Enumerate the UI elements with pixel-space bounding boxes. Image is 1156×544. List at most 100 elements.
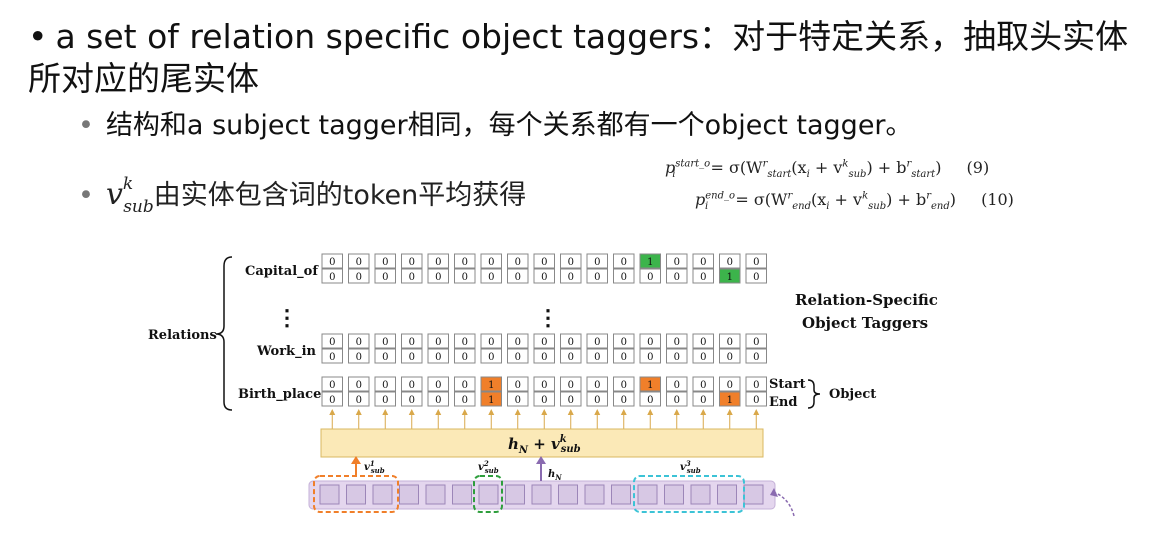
tag-value: 0 (356, 337, 362, 348)
bullet-1: •a set of relation specific object tagge… (28, 16, 1148, 100)
tag-value: 0 (329, 352, 335, 363)
object-label: Object (829, 387, 876, 402)
tag-cell (401, 333, 423, 349)
tag-cell (374, 391, 396, 407)
up-arrowhead (382, 409, 389, 415)
tag-value: 0 (409, 380, 415, 391)
tag-cell (374, 376, 396, 392)
end-label: End (769, 395, 797, 410)
tag-cell (480, 333, 502, 349)
tag-cell (639, 253, 661, 269)
tag-value: 0 (753, 272, 759, 283)
tag-cell (427, 391, 449, 407)
token-box (505, 484, 525, 505)
tag-cell (507, 376, 529, 392)
recurrent-curve-arrow (775, 492, 795, 517)
tag-value: 0 (462, 257, 468, 268)
tag-cell (613, 253, 635, 269)
tag-cell (692, 348, 714, 364)
tag-cell (613, 348, 635, 364)
tag-cell (480, 268, 502, 284)
tag-cell (480, 376, 502, 392)
tag-value: 0 (568, 380, 574, 391)
tag-cell (401, 268, 423, 284)
tag-cell (666, 333, 688, 349)
tag-cell (533, 333, 555, 349)
encoder-band (320, 428, 764, 458)
tag-value: 0 (515, 352, 521, 363)
tag-cell (613, 391, 635, 407)
tag-value: 0 (462, 272, 468, 283)
tag-cell (692, 391, 714, 407)
token-box (478, 484, 499, 505)
tag-value: 0 (647, 337, 653, 348)
tag-cell (480, 253, 502, 269)
tag-cell (427, 253, 449, 269)
tag-value: 0 (594, 272, 600, 283)
tag-cell (719, 268, 741, 284)
tag-cell (745, 348, 767, 364)
tag-value: 0 (568, 352, 574, 363)
tag-cell (560, 253, 582, 269)
tag-value: 0 (462, 352, 468, 363)
up-arrowhead (514, 409, 521, 415)
tag-value: 0 (488, 272, 494, 283)
tag-cell (507, 348, 529, 364)
tag-value: 0 (382, 380, 388, 391)
recurrent-arrowhead (770, 488, 778, 497)
tag-cell (401, 348, 423, 364)
tag-cell (666, 268, 688, 284)
tag-value: 0 (541, 257, 547, 268)
tag-value: 0 (541, 272, 547, 283)
tag-cell (374, 333, 396, 349)
tag-value: 0 (329, 257, 335, 268)
hn-arrowhead (536, 456, 546, 464)
tag-cell (401, 391, 423, 407)
tag-cell (560, 376, 582, 392)
tag-value: 0 (329, 272, 335, 283)
tag-cell (533, 348, 555, 364)
tag-cell (427, 268, 449, 284)
token-box (690, 484, 711, 505)
bullet-1-text: a set of relation specific object tagger… (28, 17, 1129, 98)
tag-value: 0 (409, 352, 415, 363)
tag-value: 0 (647, 272, 653, 283)
tag-cell (666, 348, 688, 364)
tag-value: 0 (488, 352, 494, 363)
tag-cell (321, 348, 343, 364)
tag-cell (348, 348, 370, 364)
tag-cell (613, 268, 635, 284)
tag-cell (719, 333, 741, 349)
tag-value: 0 (515, 257, 521, 268)
tag-value: 0 (488, 337, 494, 348)
tag-cell (533, 376, 555, 392)
tag-cell (719, 391, 741, 407)
tag-cell (348, 253, 370, 269)
tag-cell (533, 268, 555, 284)
tag-cell (560, 333, 582, 349)
vertical-dots-mid: ⋮ (537, 305, 559, 331)
tag-cell (321, 253, 343, 269)
tag-value: 0 (594, 380, 600, 391)
tag-cell (374, 253, 396, 269)
tag-value: 0 (515, 380, 521, 391)
tag-value: 0 (462, 337, 468, 348)
tag-value: 0 (753, 257, 759, 268)
tag-cell (666, 253, 688, 269)
hn-label: hN (548, 469, 562, 482)
token-box (531, 484, 552, 505)
object-brace (807, 379, 821, 409)
tag-cell (427, 348, 449, 364)
tag-cell (586, 391, 608, 407)
tag-cell (666, 376, 688, 392)
token-box (558, 484, 578, 505)
tag-cell (586, 268, 608, 284)
tag-value: 0 (674, 272, 680, 283)
tag-cell (507, 268, 529, 284)
tag-cell (613, 376, 635, 392)
tag-cell (692, 253, 714, 269)
tag-value: 1 (488, 380, 494, 391)
